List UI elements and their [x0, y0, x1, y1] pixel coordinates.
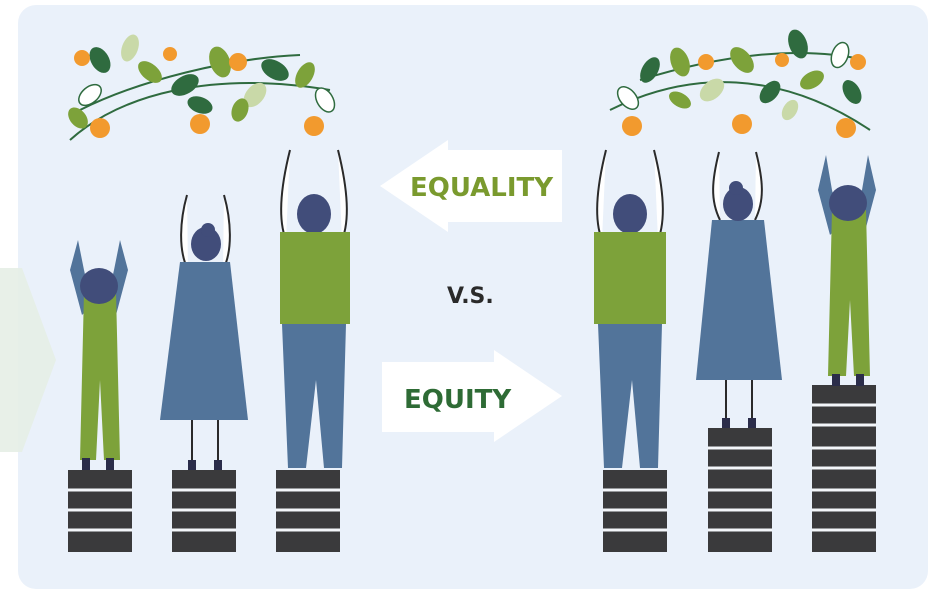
orange-fruit — [836, 118, 856, 138]
crate-slats — [68, 488, 340, 532]
equality-scene — [68, 149, 350, 552]
medium-person — [160, 194, 248, 470]
orange-fruit — [622, 116, 642, 136]
orange-fruit — [732, 114, 752, 134]
orange-fruit — [850, 54, 866, 70]
orange-fruit — [74, 50, 90, 66]
vs-label: V.S. — [447, 284, 494, 309]
orange-fruit — [698, 54, 714, 70]
decorative-chevron — [0, 268, 56, 452]
equality-arrow — [380, 140, 562, 232]
equity-label: EQUITY — [404, 385, 512, 415]
background-panel — [18, 5, 928, 589]
equity-arrow — [382, 350, 562, 442]
orange-fruit — [304, 116, 324, 136]
orange-fruit — [90, 118, 110, 138]
equality-label: EQUALITY — [410, 173, 554, 203]
right-tree-branch — [609, 29, 871, 138]
short-person — [70, 240, 128, 470]
tall-person — [594, 149, 666, 468]
orange-fruit — [190, 114, 210, 134]
medium-person — [696, 151, 782, 428]
orange-fruit — [163, 47, 177, 61]
orange-fruit — [229, 53, 247, 71]
left-tree-branch — [68, 34, 336, 141]
equity-scene — [594, 149, 876, 552]
orange-fruit — [775, 53, 789, 67]
short-person — [818, 155, 876, 386]
tall-person — [280, 149, 350, 468]
crate-slats — [603, 403, 876, 532]
